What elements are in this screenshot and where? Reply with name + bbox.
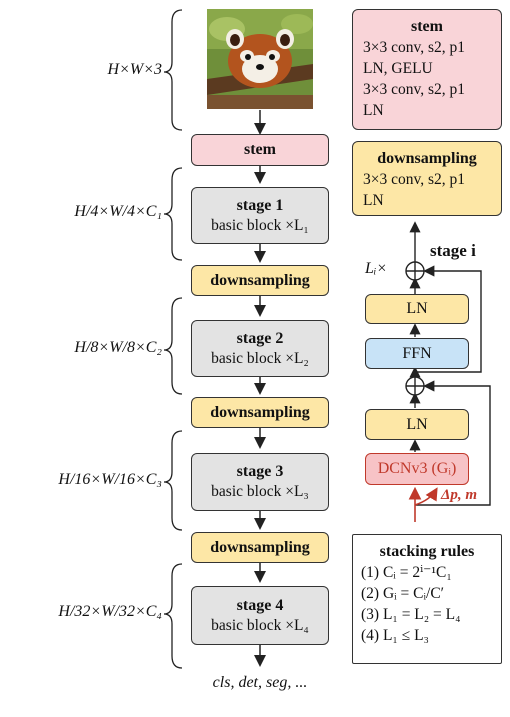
stage-1-title: stage 1 bbox=[236, 196, 284, 214]
stage-i-title: stage i bbox=[430, 241, 476, 260]
downsampling-label-1: downsampling bbox=[210, 271, 310, 289]
stem-label: stem bbox=[244, 141, 276, 158]
stage-1-block: stage 1 basic block ×L₁ bbox=[191, 187, 329, 244]
stage-4-title: stage 4 bbox=[236, 596, 284, 614]
offset-label: Δp, m bbox=[441, 487, 478, 503]
stage-3-block: stage 3 basic block ×L₃ bbox=[191, 453, 329, 511]
output-tasks: cls, det, seg, ... bbox=[212, 674, 308, 691]
ln-top-label: LN bbox=[406, 300, 428, 317]
downsampling-block-1: downsampling bbox=[191, 265, 329, 296]
downsampling-detail-line: 3×3 conv, s2, p1 bbox=[363, 171, 466, 188]
stage-4-subtitle: basic block ×L₄ bbox=[211, 616, 309, 634]
ffn-label: FFN bbox=[402, 344, 432, 362]
stacking-rule: (3) L₁ = L₂ = L₄ bbox=[361, 606, 461, 623]
stage-2-block: stage 2 basic block ×L₂ bbox=[191, 320, 329, 377]
dim-stage2: H/8×W/8×C₂ bbox=[74, 339, 162, 356]
dim-stage4: H/32×W/32×C₄ bbox=[58, 603, 162, 620]
stage-3-title: stage 3 bbox=[236, 463, 284, 480]
dcnv3-block: DCNv3 (Gᵢ) bbox=[365, 453, 469, 485]
stem-block: stem bbox=[191, 134, 329, 166]
downsampling-block-3: downsampling bbox=[191, 532, 329, 563]
stem-detail-line: LN, GELU bbox=[363, 60, 433, 77]
downsampling-label-2: downsampling bbox=[210, 403, 310, 421]
dim-stage1: H/4×W/4×C₁ bbox=[74, 203, 162, 220]
stage-4-block: stage 4 basic block ×L₄ bbox=[191, 586, 329, 645]
ln-bottom-block: LN bbox=[365, 409, 469, 440]
ln-bottom-label: LN bbox=[406, 415, 428, 433]
stacking-rules-panel: stacking rules (1) Cᵢ = 2ⁱ⁻¹C₁ (2) Gᵢ = … bbox=[352, 534, 502, 664]
downsampling-label-3: downsampling bbox=[210, 538, 310, 556]
input-image-red-panda bbox=[207, 9, 313, 109]
braces bbox=[163, 9, 183, 669]
stage-1-subtitle: basic block ×L₁ bbox=[211, 216, 309, 234]
downsampling-detail-title: downsampling bbox=[377, 150, 477, 167]
ffn-block: FFN bbox=[365, 338, 469, 369]
stem-detail-panel: stem 3×3 conv, s2, p1 LN, GELU 3×3 conv,… bbox=[352, 9, 502, 130]
stem-detail-line: 3×3 conv, s2, p1 bbox=[363, 39, 466, 56]
stacking-rule: (2) Gᵢ = Cᵢ/C′ bbox=[361, 585, 445, 602]
dim-input: H×W×3 bbox=[107, 61, 162, 78]
stage-2-title: stage 2 bbox=[236, 329, 284, 347]
stacking-rules-title: stacking rules bbox=[379, 543, 475, 560]
stacking-rule: (4) L₁ ≤ L₃ bbox=[361, 627, 429, 644]
downsampling-block-2: downsampling bbox=[191, 397, 329, 428]
dim-stage3: H/16×W/16×C₃ bbox=[58, 471, 162, 488]
downsampling-detail-line: LN bbox=[363, 192, 384, 209]
stage-3-subtitle: basic block ×L₃ bbox=[211, 483, 309, 500]
dcnv3-label: DCNv3 (Gᵢ) bbox=[377, 460, 457, 477]
stage-2-subtitle: basic block ×L₂ bbox=[211, 349, 309, 367]
repeat-count-label: Lᵢ× bbox=[365, 260, 388, 277]
downsampling-detail-panel: downsampling 3×3 conv, s2, p1 LN bbox=[352, 141, 502, 216]
stem-detail-line: 3×3 conv, s2, p1 bbox=[363, 81, 466, 98]
ln-top-block: LN bbox=[365, 294, 469, 324]
stem-detail-line: LN bbox=[363, 102, 384, 119]
stem-detail-title: stem bbox=[411, 18, 443, 35]
stacking-rule: (1) Cᵢ = 2ⁱ⁻¹C₁ bbox=[361, 564, 452, 581]
